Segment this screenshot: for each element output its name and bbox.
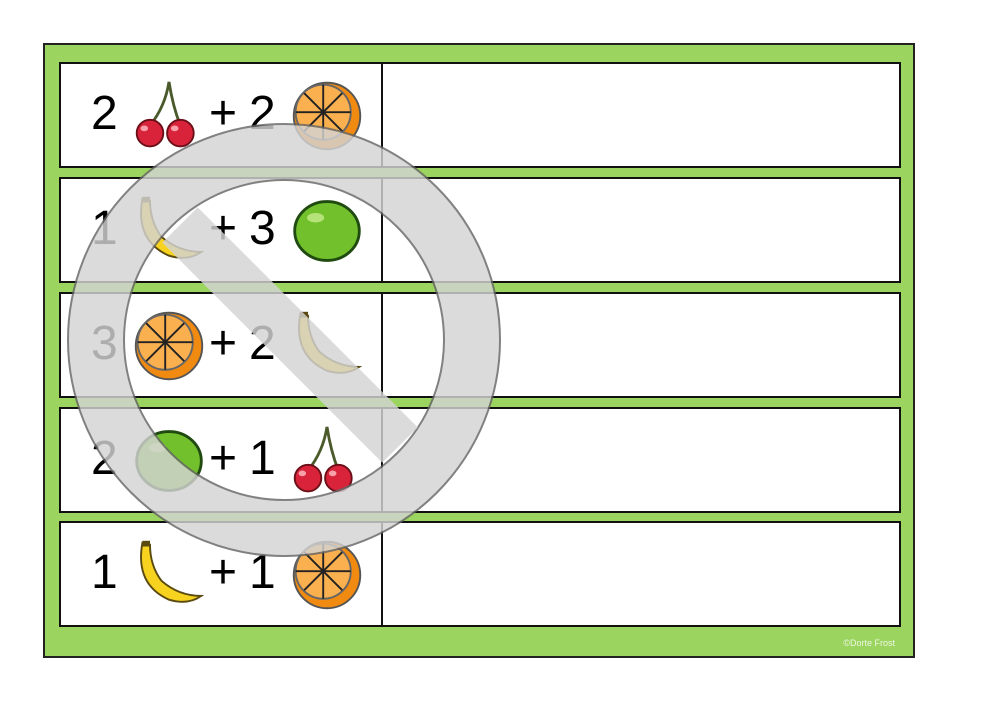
equation-row: 1 + 1	[59, 521, 901, 627]
orange-icon	[292, 81, 362, 151]
equation-row: 1 + 3	[59, 177, 901, 283]
equation-cell: 2 + 1	[61, 409, 383, 511]
plus-sign: +	[209, 317, 238, 370]
answer-cell[interactable]	[383, 523, 899, 625]
equation-cell: 1 + 3	[61, 179, 383, 281]
lime-icon	[293, 200, 361, 262]
orange-icon	[292, 540, 362, 610]
orange-icon	[134, 311, 204, 381]
number: 3	[249, 202, 276, 255]
plus-sign: +	[209, 202, 238, 255]
plus-sign: +	[209, 432, 238, 485]
cherry-icon	[135, 80, 196, 148]
answer-cell[interactable]	[383, 294, 899, 396]
equation-row: 2 + 2	[59, 62, 901, 168]
worksheet-frame: 2 + 2 1 + 3 3 + 2 2 +	[43, 43, 915, 658]
number: 2	[91, 87, 118, 140]
plus-sign: +	[209, 87, 238, 140]
number: 2	[91, 432, 118, 485]
banana-icon	[140, 195, 203, 259]
equation-cell: 1 + 1	[61, 523, 383, 625]
number: 3	[91, 317, 118, 370]
banana-icon	[140, 539, 203, 603]
number: 1	[91, 202, 118, 255]
equation-row: 2 + 1	[59, 407, 901, 513]
equation-cell: 3 + 2	[61, 294, 383, 396]
cherry-icon	[293, 425, 354, 493]
number: 1	[249, 546, 276, 599]
equation-cell: 2 + 2	[61, 64, 383, 166]
number: 1	[91, 546, 118, 599]
number: 2	[249, 87, 276, 140]
plus-sign: +	[209, 546, 238, 599]
copyright-text: ©Dorte Frost	[843, 638, 895, 648]
equation-row: 3 + 2	[59, 292, 901, 398]
answer-cell[interactable]	[383, 409, 899, 511]
banana-icon	[298, 310, 361, 374]
number: 1	[249, 432, 276, 485]
answer-cell[interactable]	[383, 64, 899, 166]
number: 2	[249, 317, 276, 370]
answer-cell[interactable]	[383, 179, 899, 281]
lime-icon	[135, 430, 203, 492]
